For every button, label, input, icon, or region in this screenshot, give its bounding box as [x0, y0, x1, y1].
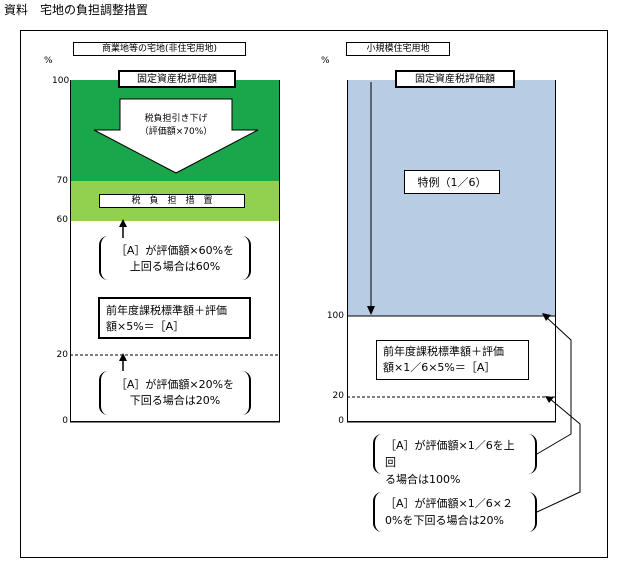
page-title: 資料 宅地の負担調整措置 — [4, 3, 149, 17]
left-tick-70: 70 — [56, 176, 68, 186]
right-tick-100: 100 — [326, 311, 344, 321]
pointer-arrow-icon — [542, 313, 551, 321]
upper-note-bracket — [99, 236, 251, 280]
right-unit: % — [321, 56, 330, 66]
right-center-box: 前年度課税標準額＋評価 額×1／6×5%＝［A］ — [376, 340, 529, 380]
left-center-line2: 額×5%＝［A］ — [106, 320, 185, 333]
right-note-upper-line1: ［A］が評価額×1／6を上回 — [385, 439, 515, 469]
left-top-label: 固定資産税評価額 — [118, 70, 236, 88]
right-blue-band — [347, 80, 556, 316]
measure-label: 税 負 担 措 置 — [99, 194, 245, 208]
right-note-upper-line2: る場合は100% — [385, 473, 461, 486]
up-arrow-icon — [119, 353, 127, 361]
right-top-label: 固定資産税評価額 — [395, 70, 515, 88]
right-center-line1: 前年度課税標準額＋評価 — [383, 345, 504, 358]
arrow-text: 税負担引き下げ （評価額×70%） — [130, 113, 222, 139]
left-center-line1: 前年度課税標準額＋評価 — [106, 304, 227, 317]
left-tick-20: 20 — [56, 350, 68, 360]
left-center-box: 前年度課税標準額＋評価 額×5%＝［A］ — [98, 297, 251, 339]
special-label: 特例（1／6） — [404, 170, 500, 194]
left-tick-100: 100 — [52, 76, 70, 86]
upper-note-line1: ［A］が評価額×60%を — [115, 244, 235, 257]
left-panel-label: 商業地等の宅地(非住宅用地) — [73, 42, 246, 56]
left-unit: % — [44, 56, 53, 66]
lower-note: ［A］が評価額×20%を 下回る場合は20% — [104, 377, 246, 409]
right-center-line2: 額×1／6×5%＝［A］ — [383, 361, 496, 374]
right-note-lower-line1: ［A］が評価額×1／6×２ — [385, 497, 513, 510]
right-note-lower-line2: 0%を下回る場合は20% — [385, 514, 504, 527]
right-note-lower: ［A］が評価額×1／6×２ 0%を下回る場合は20% — [373, 492, 537, 532]
right-note-upper: ［A］が評価額×1／6を上回 る場合は100% — [373, 434, 537, 486]
right-tick-0: 0 — [338, 416, 344, 426]
pointer-arrow-icon — [545, 396, 554, 403]
right-panel-label: 小規模住宅用地 — [346, 42, 450, 56]
down-arrow-icon — [367, 306, 375, 315]
up-arrow-icon — [119, 219, 127, 227]
left-tick-0: 0 — [62, 416, 68, 426]
down-arrow-icon — [93, 98, 259, 174]
lower-note-line2: 下回る場合は20% — [129, 394, 221, 407]
lower-note-line1: ［A］が評価額×20%を — [115, 378, 235, 391]
right-tick-20: 20 — [332, 391, 344, 401]
upper-note-line2: 上回る場合は60% — [129, 260, 221, 273]
arrow-text-line2: （評価額×70%） — [139, 127, 213, 137]
lower-note-bracket — [99, 371, 251, 415]
arrow-text-line1: 税負担引き下げ — [144, 114, 208, 124]
outer-frame — [20, 30, 608, 558]
left-tick-60: 60 — [56, 215, 68, 225]
upper-note: ［A］が評価額×60%を 上回る場合は60% — [104, 243, 246, 275]
